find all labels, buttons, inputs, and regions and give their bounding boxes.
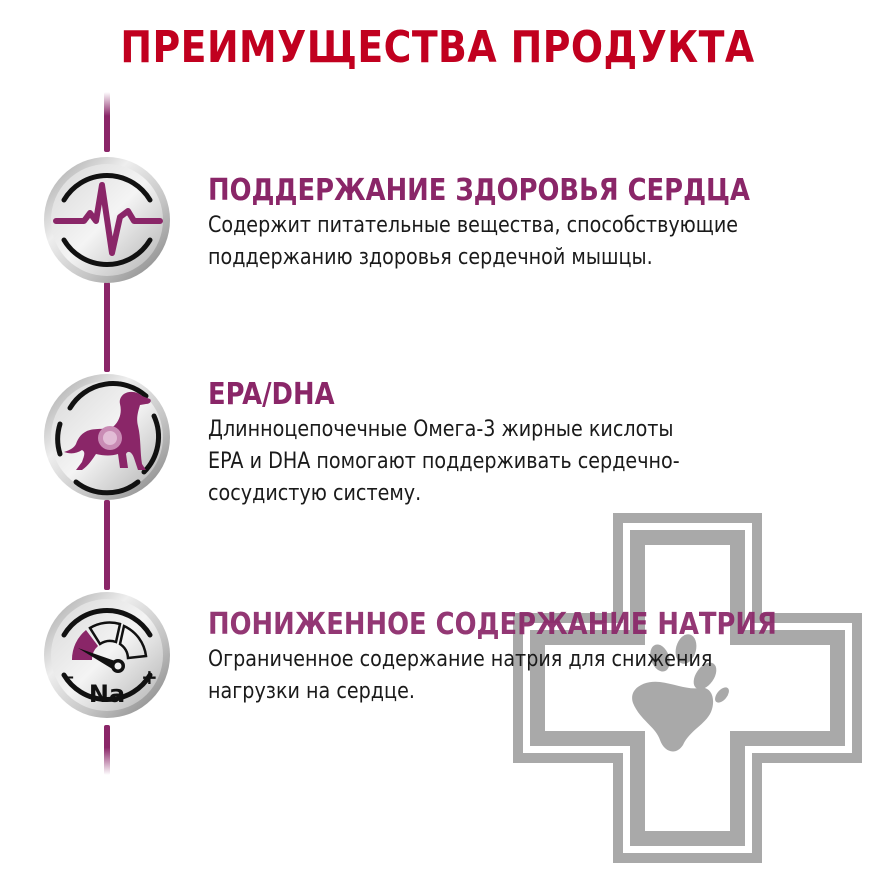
feature-title: ПОДДЕРЖАНИЕ ЗДОРОВЬЯ СЕРДЦА xyxy=(208,173,750,208)
feature-epa-dha: EPA/DHA Длинноцепочечные Омега-3 жирные … xyxy=(208,376,750,510)
timeline-line-segment xyxy=(104,282,110,372)
feature-heart-health: ПОДДЕРЖАНИЕ ЗДОРОВЬЯ СЕРДЦА Содержит пит… xyxy=(208,172,838,274)
feature-description: Содержит питательные вещества, способств… xyxy=(208,213,739,270)
timeline-line-segment xyxy=(104,500,110,590)
timeline-line-top xyxy=(104,92,110,152)
timeline-line-bottom xyxy=(104,725,110,775)
feature-description: Длинноцепочечные Омега-3 жирные кислоты … xyxy=(208,417,680,506)
feature-title: ПОНИЖЕННОЕ СОДЕРЖАНИЕ НАТРИЯ xyxy=(208,607,777,642)
sodium-gauge-icon: – + Na xyxy=(42,590,172,720)
feature-title: EPA/DHA xyxy=(208,377,335,412)
page-title: ПРЕИМУЩЕСТВА ПРОДУКТА xyxy=(120,22,755,73)
paw-icon xyxy=(632,634,729,752)
svg-text:–: – xyxy=(66,667,74,686)
feature-low-sodium: ПОНИЖЕННОЕ СОДЕРЖАНИЕ НАТРИЯ Ограниченно… xyxy=(208,606,870,708)
heartbeat-icon xyxy=(42,155,172,285)
svg-text:Na: Na xyxy=(89,680,125,708)
dog-heart-icon xyxy=(42,372,172,502)
feature-description: Ограниченное содержание натрия для сниже… xyxy=(208,647,713,704)
svg-text:+: + xyxy=(141,665,158,689)
